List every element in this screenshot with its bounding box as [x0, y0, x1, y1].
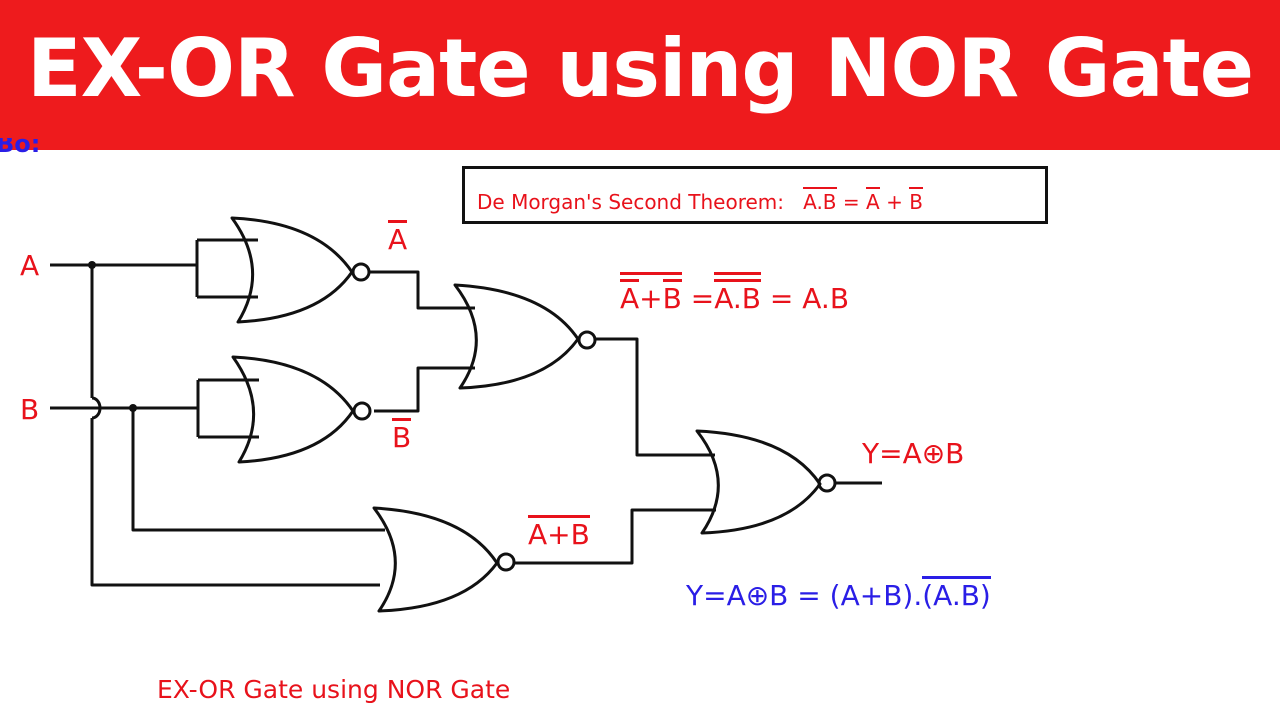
page-title: EX-OR Gate using NOR Gate	[26, 22, 1254, 115]
theorem-eq: =	[842, 190, 860, 214]
theorem-text: De Morgan's Second Theorem: A.B = A + B	[477, 187, 923, 214]
wire-b	[50, 406, 385, 532]
not-b-label: B	[392, 418, 412, 452]
wire-g3-out	[596, 337, 715, 457]
junction-a	[88, 261, 96, 269]
formula-lhs: Y=A⊕B = (A+B).	[686, 579, 923, 612]
wire-a	[50, 263, 380, 587]
wire-g1-out	[368, 270, 475, 310]
theorem-plus: +	[886, 190, 903, 214]
nor-gate-4	[695, 429, 822, 535]
nor-gate-5	[372, 506, 499, 613]
theorem-label: De Morgan's Second Theorem:	[477, 190, 785, 214]
wire-g2-out	[374, 366, 475, 413]
de-morgan-theorem-box: De Morgan's Second Theorem: A.B = A + B	[462, 166, 1048, 224]
nor-gate-2-bubble	[352, 401, 372, 421]
theorem-not-b: B	[909, 187, 923, 212]
formula-barred: (A.B)	[922, 576, 991, 610]
junction-b	[129, 404, 137, 412]
gate3-output-label: A+B =A.B = A.B	[620, 272, 849, 313]
wire-g5-out	[514, 508, 716, 565]
nor-gate-4-bubble	[817, 473, 837, 493]
caption: EX-OR Gate using NOR Gate	[157, 675, 511, 704]
g3-double-bar-ab: A.B	[714, 279, 761, 313]
nor-gate-1	[230, 216, 354, 324]
g3-plus: +	[639, 282, 663, 315]
g3-eq1: =	[690, 282, 715, 315]
nor-gate-3	[453, 283, 580, 390]
theorem-lhs: A.B	[803, 187, 837, 212]
partial-text: Bo:	[0, 138, 41, 158]
xor-formula: Y=A⊕B = (A+B).(A.B)	[686, 576, 991, 610]
gate5-output-label: A+B	[528, 515, 590, 549]
not-a-label: A	[388, 220, 408, 254]
theorem-not-a: A	[866, 187, 880, 212]
input-b-label: B	[20, 393, 40, 426]
nor-gate-5-bubble	[496, 552, 516, 572]
input-a-label: A	[20, 249, 40, 282]
g3-not-a: A	[620, 279, 640, 313]
nor-gate-3-bubble	[577, 330, 597, 350]
g3-not-b: B	[662, 279, 682, 313]
nor-gate-2	[231, 355, 355, 464]
output-label: Y=A⊕B	[862, 437, 965, 470]
title-banner: EX-OR Gate using NOR Gate	[0, 0, 1280, 150]
g3-eq2: = A.B	[769, 282, 850, 315]
nor-gate-1-bubble	[351, 262, 371, 282]
